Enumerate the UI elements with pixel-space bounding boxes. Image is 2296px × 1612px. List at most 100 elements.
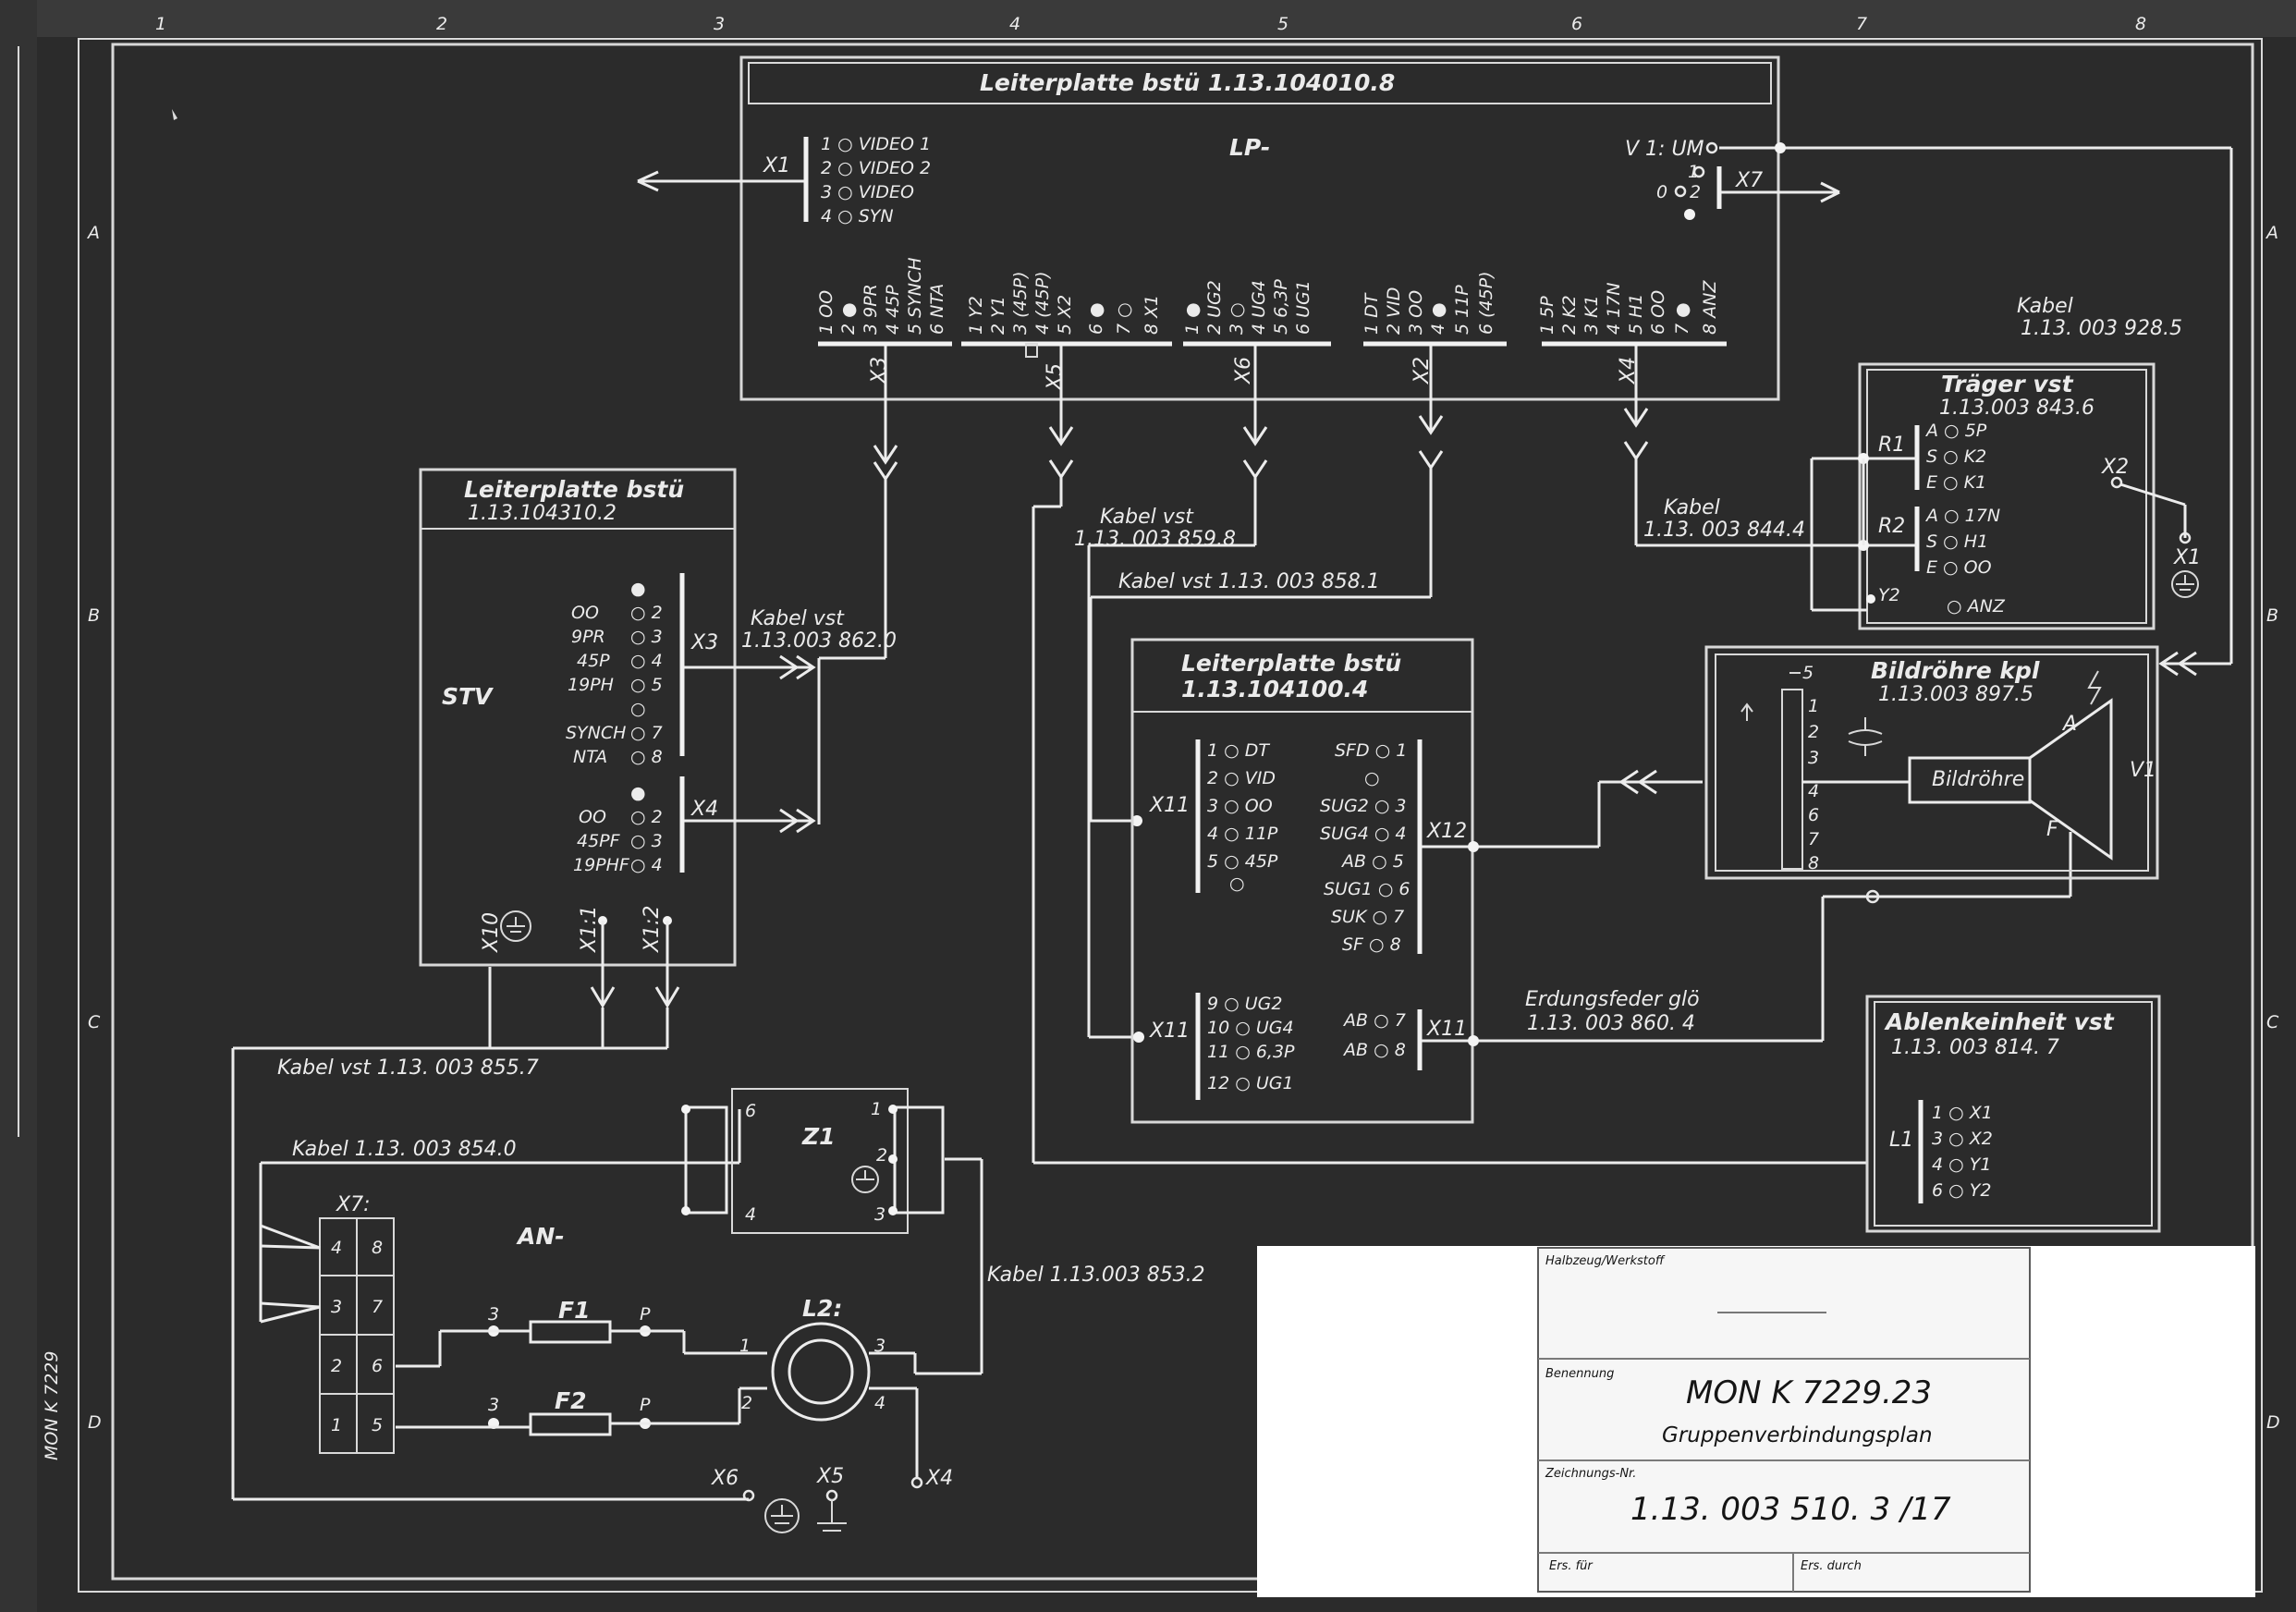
svg-text:X12: X12 [1426,820,1467,843]
svg-text:4 ○ SYN: 4 ○ SYN [821,206,894,226]
svg-text:X1:2: X1:2 [641,906,664,953]
svg-text:X1: X1 [763,154,790,177]
svg-text:7: 7 [1856,14,1867,34]
svg-text:SYNCH: SYNCH [566,723,626,743]
svg-text:6 UG1: 6 UG1 [1293,280,1313,335]
svg-text:C: C [88,1012,101,1032]
stv-x3-pins: ● OO○ 2 9PR○ 3 45P○ 4 19PH○ 5 ○ SYNCH○ 7… [566,579,663,767]
svg-text:19PHF: 19PHF [573,855,630,875]
svg-text:X2: X2 [2101,456,2129,479]
svg-text:19PH: 19PH [568,675,614,695]
traeger-board: Träger vst 1.13.003 843.6 R1 A ○ 5P S ○ … [1810,362,2201,630]
svg-text:STV: STV [442,683,494,710]
svg-text:X1: X1 [2173,546,2201,569]
svg-text:8: 8 [2135,14,2146,34]
svg-text:A: A [86,223,100,243]
svg-text:4: 4 [1808,781,1819,801]
svg-text:L2:: L2: [802,1295,842,1322]
mid-board: Leiterplatte bstü 1.13.104100.4 X11 1 ○ … [1130,638,2072,1124]
svg-text:Träger vst: Träger vst [1941,371,2074,397]
lp-cable-drops [873,346,1812,1163]
svg-text:○ 2: ○ 2 [630,807,663,827]
svg-text:X5: X5 [816,1465,844,1488]
svg-text:X6: X6 [1232,357,1255,385]
svg-text:3: 3 [874,1336,885,1356]
stv-board-title: Leiterplatte bstü [464,476,684,503]
svg-text:2 Y1: 2 Y1 [988,296,1008,335]
svg-text:3 (45P): 3 (45P) [1010,271,1031,335]
svg-text:2 UG2: 2 UG2 [1204,280,1225,335]
side-note: MON K 7229 [42,1351,62,1460]
svg-text:B: B [88,605,100,626]
svg-text:Gruppenverbindungsplan: Gruppenverbindungsplan [1662,1423,1933,1447]
svg-text:SF ○ 8: SF ○ 8 [1342,934,1401,955]
svg-text:1: 1 [1808,696,1819,716]
svg-text:4 45P: 4 45P [883,285,903,335]
svg-text:8: 8 [372,1238,383,1258]
svg-text:2: 2 [1808,722,1819,742]
svg-text:1.13. 003 814. 7: 1.13. 003 814. 7 [1891,1036,2059,1059]
svg-text:2 ○ VID: 2 ○ VID [1207,768,1276,788]
svg-text:1: 1 [331,1415,342,1435]
svg-text:Ers. für: Ers. für [1549,1559,1594,1573]
svg-text:1.13.003 897.5: 1.13.003 897.5 [1878,683,2033,706]
grid-columns: 1 2 3 4 5 6 7 8 [155,14,2146,34]
svg-text:Y2: Y2 [1878,585,1900,605]
svg-text:2: 2 [876,1145,887,1166]
inner-frame [111,43,2254,1581]
svg-text:4: 4 [745,1204,756,1225]
svg-text:D: D [2266,1412,2280,1433]
svg-text:V1: V1 [2130,759,2156,782]
svg-text:8 ANZ: 8 ANZ [1700,280,1720,335]
svg-text:F1: F1 [558,1297,590,1324]
title-block-title: MON K 7229.23 [1686,1374,1932,1411]
svg-text:SUG1 ○ 6: SUG1 ○ 6 [1324,879,1411,899]
svg-text:SUG2 ○ 3: SUG2 ○ 3 [1320,796,1407,816]
svg-text:Kabel: Kabel [2017,295,2073,318]
svg-text:45P: 45P [577,651,610,671]
svg-text:AB ○ 8: AB ○ 8 [1342,1040,1406,1060]
svg-text:X3: X3 [868,357,891,385]
svg-text:4 (45P): 4 (45P) [1032,271,1053,335]
svg-text:2: 2 [331,1356,342,1376]
svg-text:3 ○ OO: 3 ○ OO [1207,796,1273,816]
svg-text:○: ○ [630,699,646,719]
svg-text:R2: R2 [1878,515,1905,538]
svg-text:Zeichnungs-Nr.: Zeichnungs-Nr. [1545,1467,1636,1481]
svg-text:○ 8: ○ 8 [630,747,663,767]
svg-text:SUG4 ○ 4: SUG4 ○ 4 [1320,824,1407,844]
svg-text:6 (45P): 6 (45P) [1476,271,1496,335]
svg-text:X11: X11 [1149,1020,1190,1043]
svg-text:X3: X3 [690,631,718,654]
svg-text:Kabel vst 1.13. 003 855.7: Kabel vst 1.13. 003 855.7 [277,1056,539,1080]
svg-text:X11: X11 [1426,1018,1467,1041]
svg-text:5 SYNCH: 5 SYNCH [905,257,925,335]
svg-text:2 ●: 2 ● [838,302,859,335]
svg-text:5: 5 [1277,14,1288,34]
svg-text:4 ○ 11P: 4 ○ 11P [1207,824,1278,844]
svg-text:1.13.104100.4: 1.13.104100.4 [1181,676,1368,702]
svg-text:AB ○ 7: AB ○ 7 [1342,1010,1406,1031]
svg-text:P: P [640,1304,651,1325]
svg-text:7 ●: 7 ● [1672,302,1692,335]
svg-text:3 9PR: 3 9PR [861,284,881,335]
svg-text:Bildröhre: Bildröhre [1932,768,2024,791]
svg-text:●: ● [630,579,646,599]
svg-text:E ○ OO: E ○ OO [1926,557,1992,578]
svg-text:3 K1: 3 K1 [1582,295,1602,335]
svg-text:5 ○ 45P: 5 ○ 45P [1207,851,1278,872]
svg-text:X4: X4 [925,1467,953,1490]
svg-text:6 ○ Y2: 6 ○ Y2 [1932,1180,1991,1201]
svg-text:Kabel 1.13. 003 854.0: Kabel 1.13. 003 854.0 [292,1138,517,1161]
svg-text:3: 3 [874,1204,885,1225]
svg-text:6: 6 [1571,14,1582,34]
svg-text:Ers. durch: Ers. durch [1801,1559,1862,1573]
lp-connector-pin-labels: 1 OO 2 ● 3 9PR 4 45P 5 SYNCH 6 NTA 1 Y2 … [816,257,1720,335]
svg-text:3: 3 [714,14,725,34]
svg-text:1 OO: 1 OO [816,290,837,335]
svg-text:A: A [2061,713,2077,736]
title-block-drawing-number: 1.13. 003 510. 3 /17 [1630,1491,1951,1528]
svg-text:Ablenkeinheit vst: Ablenkeinheit vst [1884,1008,2115,1035]
svg-text:1: 1 [871,1099,882,1119]
svg-text:2 ○ VIDEO 2: 2 ○ VIDEO 2 [821,158,931,178]
